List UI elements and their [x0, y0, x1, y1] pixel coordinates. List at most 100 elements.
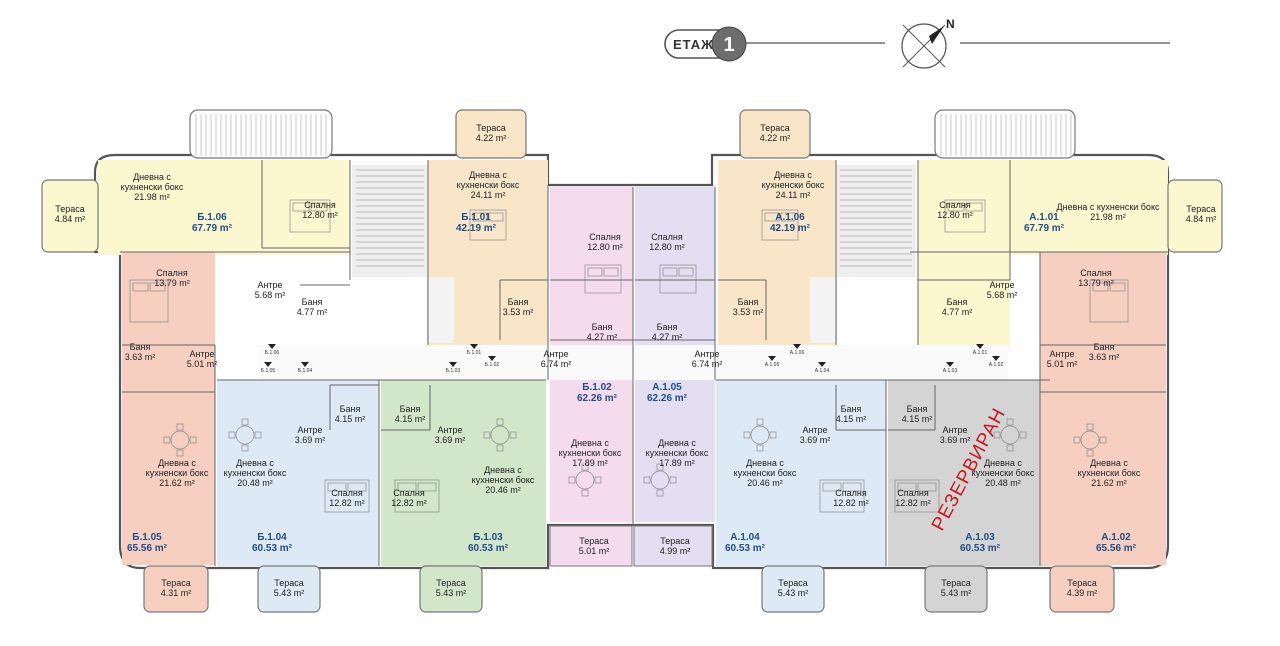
door-mark: А.1.06 [790, 344, 805, 356]
room-name: Тераса [778, 578, 808, 588]
shaft-right [810, 277, 838, 343]
door-mark: А.1.03 [943, 362, 957, 374]
room-area: 3.69 m² [800, 435, 831, 445]
room-name: Баня [841, 404, 862, 414]
room-area: 4.22 m² [476, 133, 507, 143]
room-area: 21.62 m² [159, 478, 195, 488]
room-name: Дневна с [133, 172, 171, 182]
room-area: 5.01 m² [187, 359, 218, 369]
door-mark: А.1.01 [973, 344, 987, 356]
room-name: Спалня [939, 200, 971, 210]
apartment-id: А.1.05 [652, 382, 682, 393]
room-name: Баня [738, 297, 759, 307]
apartment-id: Б.1.05 [132, 532, 162, 543]
room-name: Дневна с [746, 458, 784, 468]
room-area: 5.43 m² [778, 588, 809, 598]
bed-icon [944, 199, 986, 233]
apartment-area: 60.53 m² [252, 543, 293, 554]
north-arrow-icon: N [901, 17, 955, 69]
bed-icon [659, 264, 697, 294]
apartment-id: А.1.04 [730, 532, 760, 543]
shaft-left [426, 277, 454, 343]
room-name: Баня [340, 404, 361, 414]
pergola-0 [189, 109, 333, 159]
apartment-zone-b106-1 [262, 160, 350, 248]
room-name: Тераса [476, 123, 506, 133]
room-area: 4.15 m² [335, 414, 366, 424]
room-area: 12.82 m² [391, 498, 427, 508]
door-mark: А.1.05 [765, 356, 779, 368]
bed-icon [394, 479, 440, 513]
door-mark: Б.1.06 [265, 344, 280, 356]
dining-table-icon [743, 418, 777, 452]
room-name: Дневна с [774, 170, 812, 180]
apartment-area: 60.53 m² [960, 543, 1001, 554]
room-name: Баня [130, 342, 151, 352]
bed-icon [819, 479, 865, 513]
room-area: 4.15 m² [395, 414, 426, 424]
room-name: Спалня [304, 200, 336, 210]
room-name: Баня [592, 322, 613, 332]
apartment-id: А.1.02 [1101, 532, 1131, 543]
room-name: Антре [942, 425, 967, 435]
room-name: Антре [694, 349, 719, 359]
apartment-zone-a101-1 [918, 160, 1010, 348]
stair-core-left [352, 165, 428, 277]
room-name: Дневна с [1090, 458, 1128, 468]
room-area: 4.77 m² [942, 307, 973, 317]
door-mark-label: Б.1.06 [265, 350, 280, 356]
terrace-a104-terrace [761, 565, 825, 613]
room-name: Тераса [1067, 578, 1097, 588]
room-name: кухненски бокс [762, 180, 825, 190]
terrace-b102-terrace [549, 525, 633, 567]
apartment-zone-a104-0 [716, 380, 886, 566]
apartment-id: Б.1.01 [461, 212, 491, 223]
room-name: кухненски бокс [1078, 468, 1141, 478]
room-name: кухненски бокс [457, 180, 520, 190]
room-area: 12.80 m² [302, 210, 338, 220]
room-name: Дневна с [158, 458, 196, 468]
room-name: Баня [508, 297, 529, 307]
room-area: 4.84 m² [55, 214, 86, 224]
door-mark-label: А.1.06 [790, 350, 805, 356]
room-name: кухненски бокс [121, 182, 184, 192]
room-area: 21.98 m² [134, 192, 170, 202]
room-area: 20.48 m² [237, 478, 273, 488]
room-area: 3.69 m² [435, 435, 466, 445]
room-area: 5.01 m² [1047, 359, 1078, 369]
room-name: Дневна с [984, 458, 1022, 468]
room-name: Тераса [760, 123, 790, 133]
room-name: кухненски бокс [734, 468, 797, 478]
room-name: Спалня [1080, 268, 1112, 278]
bed-icon [324, 479, 370, 513]
room-area: 5.43 m² [941, 588, 972, 598]
room-area: 3.53 m² [503, 307, 534, 317]
apartment-area: 65.56 m² [1096, 543, 1137, 554]
apartment-area: 62.26 m² [577, 393, 618, 404]
room-name: Баня [657, 322, 678, 332]
room-name: Спалня [589, 232, 621, 242]
room-area: 5.43 m² [436, 588, 467, 598]
stair-treads-1 [840, 169, 912, 267]
